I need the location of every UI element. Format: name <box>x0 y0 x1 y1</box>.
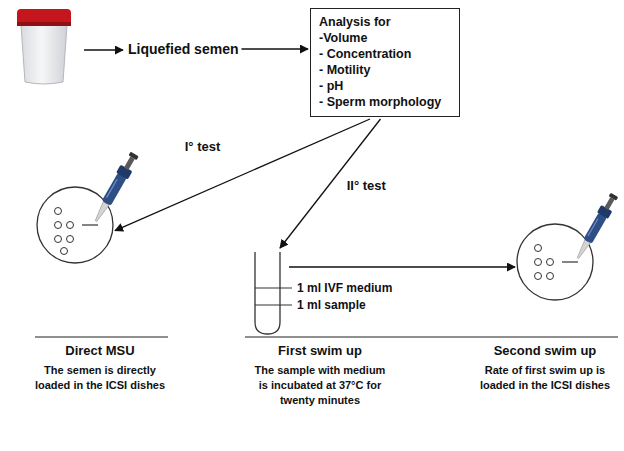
edge-label: I° test <box>183 139 223 154</box>
node-text: -Volume <box>319 30 449 46</box>
pipette <box>90 151 140 225</box>
step-region: First swim upThe sample with medium is i… <box>250 250 285 335</box>
pipette <box>572 192 619 261</box>
node-text: - Sperm morphology <box>319 94 449 110</box>
flow-arrow <box>289 266 515 267</box>
node-heading: Analysis for <box>319 14 449 30</box>
step-caption: Second swim up Rate of first swim up is l… <box>475 343 615 393</box>
node-text: The semen is directly loaded in the ICSI… <box>30 363 170 393</box>
flow-arrow <box>241 48 308 49</box>
divider-line <box>245 336 618 337</box>
test-tube <box>255 252 292 334</box>
node-text: Rate of first swim up is loaded in the I… <box>475 363 615 393</box>
sample-container <box>17 9 71 84</box>
divider-line <box>35 336 168 337</box>
step-region: Second swim upRate of first swim up is l… <box>517 224 593 300</box>
node-text: - pH <box>319 78 449 94</box>
node-heading: Second swim up <box>475 343 615 358</box>
tube-layer-label: 1 ml IVF medium <box>297 281 392 295</box>
arrow <box>84 49 123 50</box>
node-text: - Motility <box>319 62 449 78</box>
flow-arrow <box>115 119 370 231</box>
step-region: Direct MSUThe semen is directly loaded i… <box>37 187 113 263</box>
process-box: Analysis for-Volume- Concentration- Moti… <box>310 8 460 117</box>
node-text: - Concentration <box>319 46 449 62</box>
step-caption: First swim up The sample with medium is i… <box>250 343 390 408</box>
icsi-dish <box>517 224 593 300</box>
step-label: Liquefied semen <box>128 41 238 57</box>
step-caption: Direct MSU The semen is directly loaded i… <box>30 343 170 393</box>
tube-layer-label: 1 ml sample <box>297 298 366 312</box>
node-heading: First swim up <box>250 343 390 358</box>
edge-label: II° test <box>345 178 388 193</box>
icsi-dish <box>37 187 113 263</box>
node-text: The sample with medium is incubated at 3… <box>250 363 390 408</box>
node-heading: Liquefied semen <box>128 41 238 57</box>
node-heading: Direct MSU <box>30 343 170 358</box>
